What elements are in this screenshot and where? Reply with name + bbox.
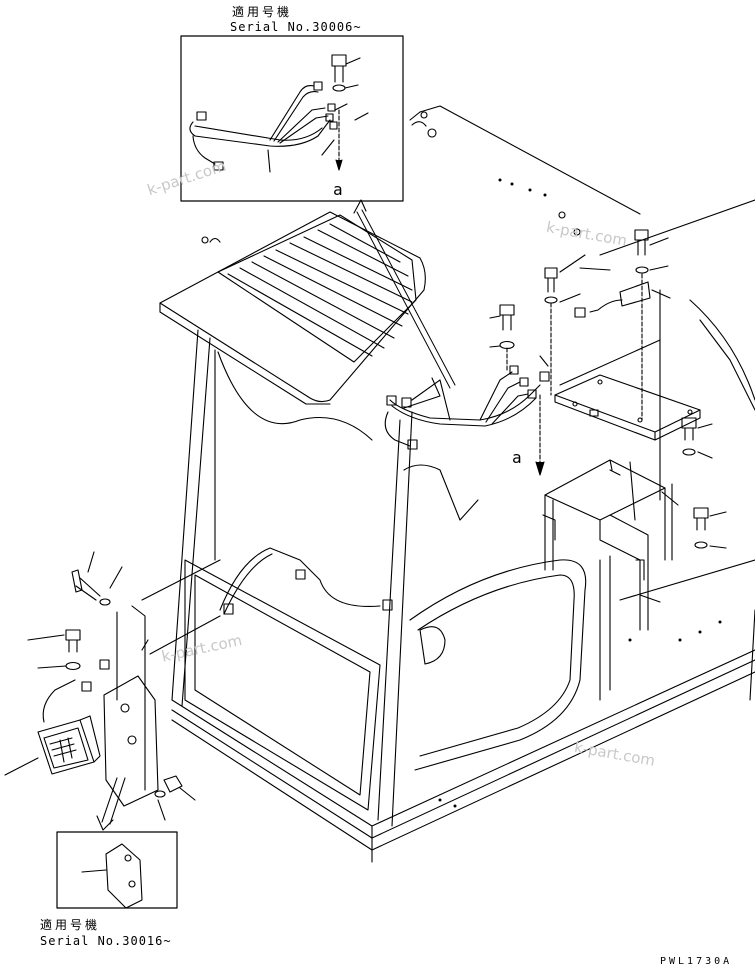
wire-harness bbox=[219, 365, 550, 615]
deck-fixtures bbox=[438, 178, 722, 808]
main-view-letter: a bbox=[512, 448, 523, 467]
fasteners-right bbox=[489, 229, 727, 603]
callout-bottom-applicable: 適用号機 bbox=[40, 918, 101, 932]
work-lamp-assembly bbox=[4, 551, 221, 831]
arrow-to-top-inset bbox=[361, 209, 456, 386]
callout-top-view-letter: a bbox=[333, 180, 344, 199]
controller-plate bbox=[554, 289, 701, 501]
cab-roof bbox=[159, 211, 426, 405]
callout-bottom-serial: Serial No.30016~ bbox=[40, 934, 172, 948]
bottom-detail-inset bbox=[56, 831, 178, 909]
support-bracket bbox=[542, 459, 673, 631]
drawing-code: PWL1730A bbox=[660, 956, 733, 967]
cab-frame bbox=[171, 105, 755, 863]
callout-top-applicable: 適用号機 bbox=[232, 5, 293, 19]
callout-top-serial: Serial No.30006~ bbox=[230, 20, 362, 34]
top-detail-inset bbox=[180, 35, 404, 202]
